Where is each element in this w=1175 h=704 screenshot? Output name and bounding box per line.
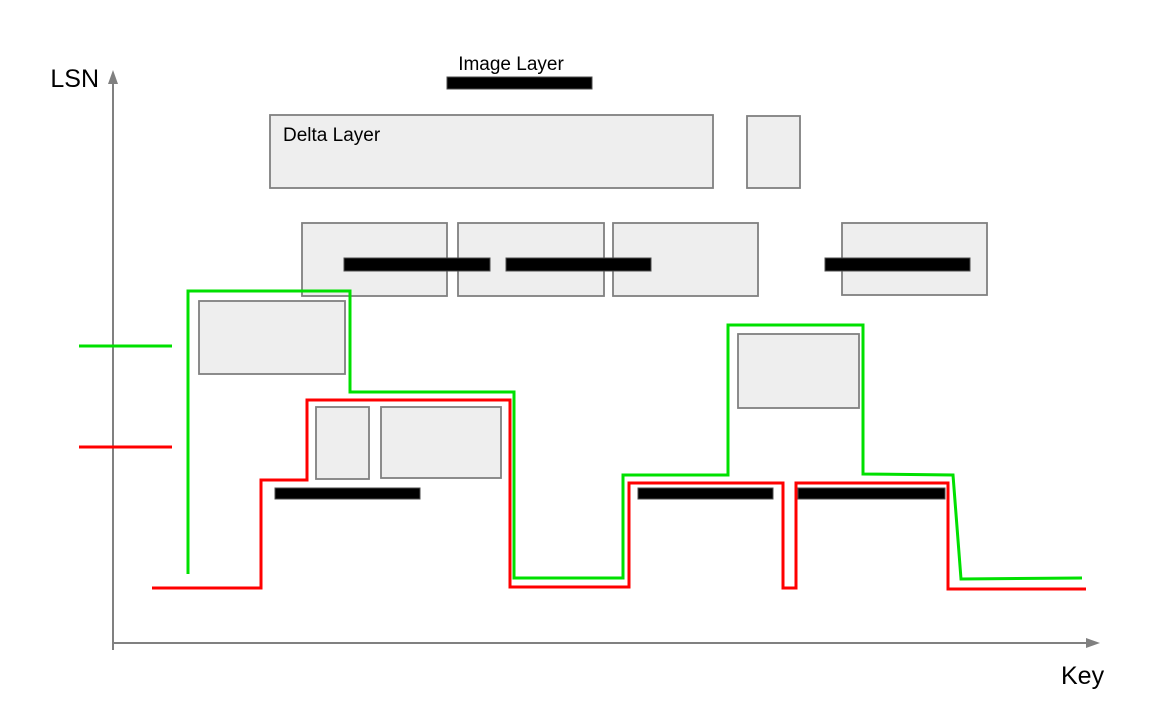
image-layer-bar [274,487,421,500]
delta-layer-box [269,114,714,189]
image-layer-bar [505,257,652,272]
branch-lines [152,289,1086,591]
delta-layer-box [198,300,346,375]
image-layer-bar [824,257,971,272]
image-layer-bar [343,257,491,272]
x-axis-arrowhead-icon [1086,638,1100,648]
key-axis-label: Key [1061,662,1105,690]
lsn-ticks [79,344,172,449]
delta-layer-box [746,115,801,189]
delta-layer-label: Delta Layer [283,125,381,146]
y-axis-arrowhead-icon [108,70,118,84]
image-layer-bar [637,487,774,500]
lsn-axis-label: LSN [50,65,99,93]
delta-layer-boxes [198,114,988,480]
red-branch-line [152,398,1086,591]
image-layer-bars [274,76,971,500]
delta-layer-box [380,406,502,479]
delta-layer-box [737,333,860,409]
green-branch-line [186,289,1083,581]
axes [108,70,1100,650]
image-layer-bar [797,487,946,500]
image-layer-bar [446,76,593,90]
delta-layer-box [315,406,370,480]
image-layer-label: Image Layer [458,54,564,75]
